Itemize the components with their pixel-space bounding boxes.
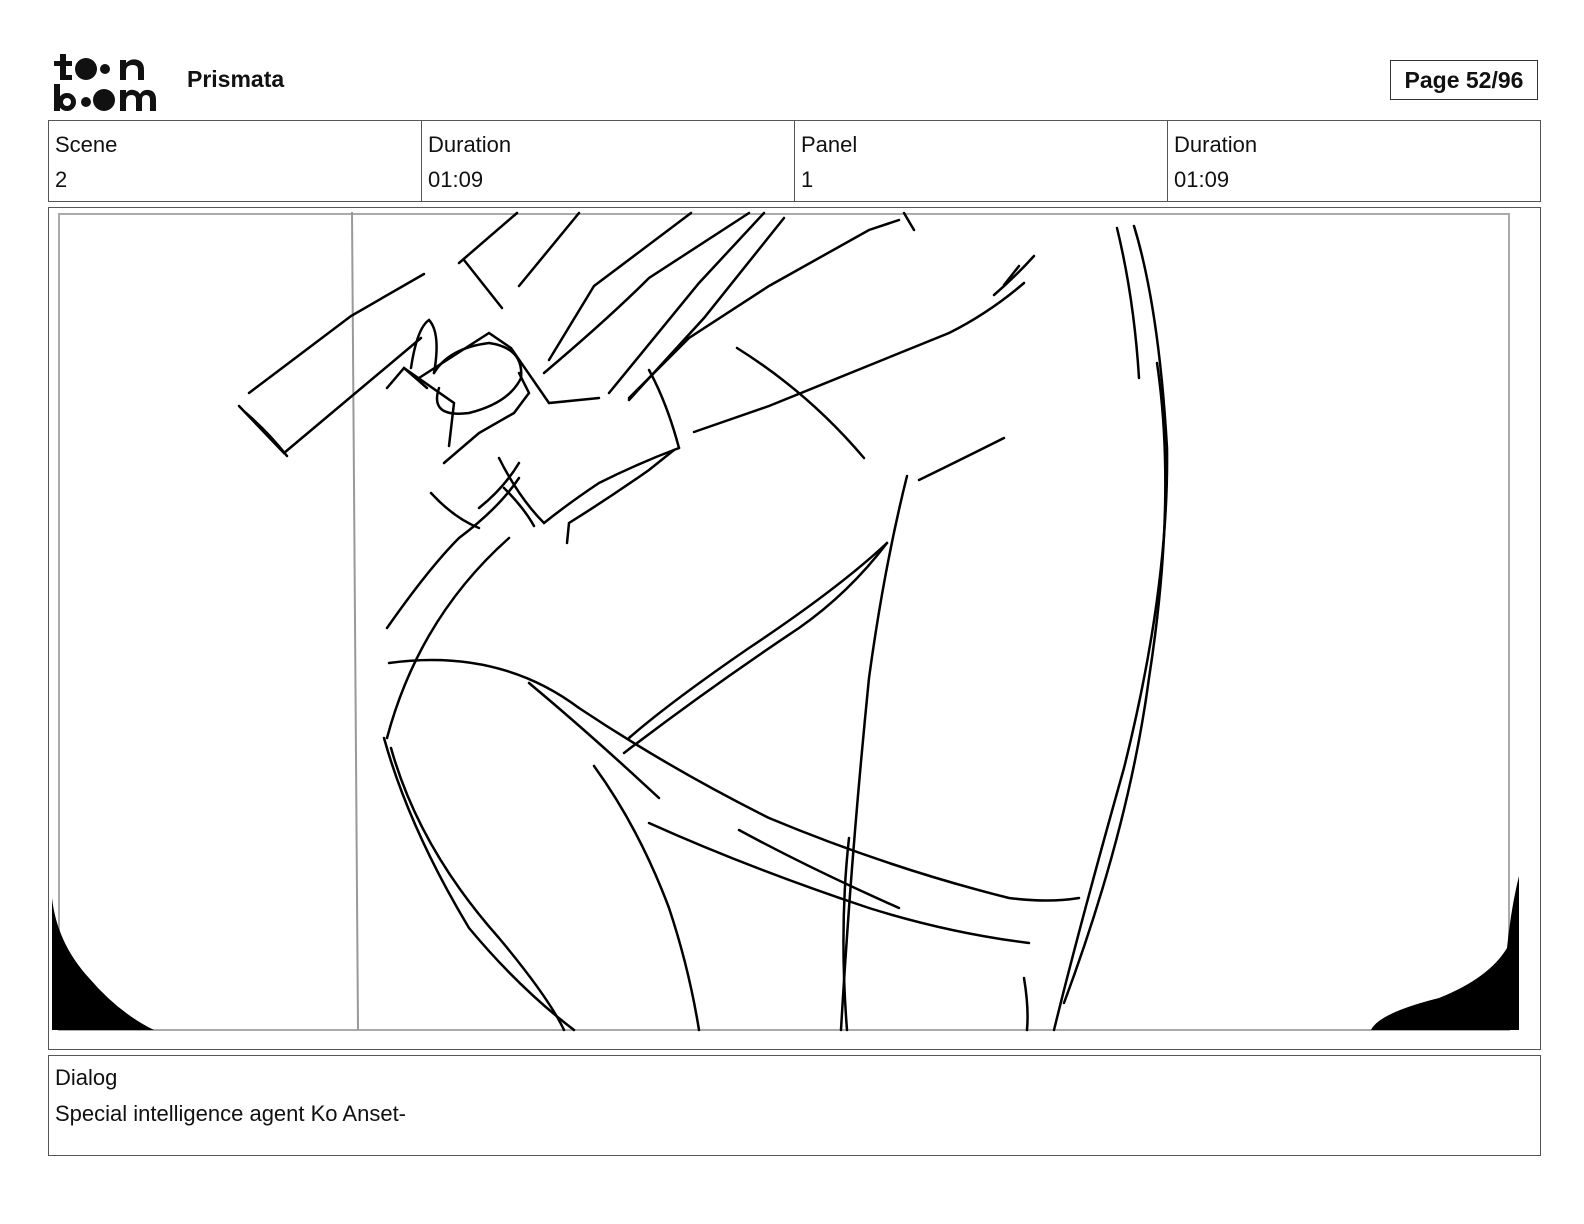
dialog-label: Dialog [55, 1065, 118, 1090]
project-name: Prismata [187, 66, 285, 92]
scene-duration-cell: Duration 01:09 [422, 121, 795, 201]
dialog-section: Dialog Special intelligence agent Ko Ans… [48, 1055, 1541, 1156]
panel-duration-cell: Duration 01:09 [1168, 121, 1540, 201]
vignette-right [1371, 876, 1519, 1030]
scene-value: 2 [55, 167, 68, 192]
guide-line [351, 211, 359, 1031]
toon-boom-logo [54, 54, 156, 111]
panel-cell: Panel 1 [795, 121, 1168, 201]
panel-duration-value: 01:09 [1174, 167, 1230, 192]
panel-label: Panel [801, 132, 858, 157]
sketch-lines [237, 211, 1169, 1032]
vignette-left [52, 898, 154, 1030]
scene-duration-value: 01:09 [428, 167, 484, 192]
scene-info-table: Scene 2 Duration 01:09 Panel 1 Duration … [48, 120, 1541, 202]
storyboard-panel [48, 207, 1541, 1050]
panel-sketch [52, 211, 1519, 1032]
panel-value: 1 [801, 167, 814, 192]
panel-duration-label: Duration [1174, 132, 1258, 157]
page-indicator: Page 52/96 [1390, 60, 1538, 100]
scene-label: Scene [55, 132, 118, 157]
dialog-text: Special intelligence agent Ko Anset- [55, 1101, 407, 1126]
scene-cell: Scene 2 [49, 121, 422, 201]
safe-frame [58, 213, 1510, 1031]
scene-duration-label: Duration [428, 132, 512, 157]
